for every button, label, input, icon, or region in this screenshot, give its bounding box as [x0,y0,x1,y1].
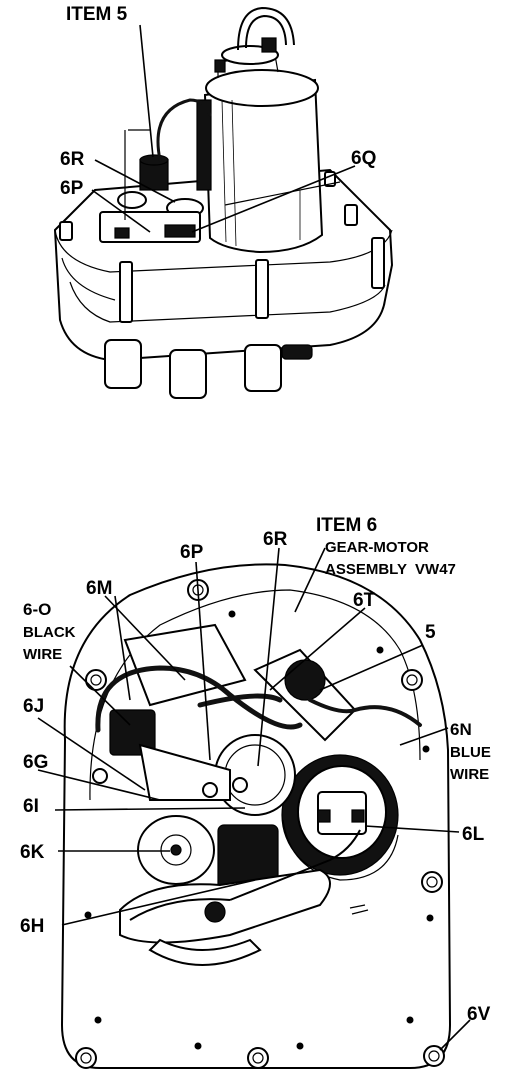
leader-6r-bottom [257,547,280,767]
label-6n-1: 6N [450,720,472,739]
leader-6n [399,727,449,746]
label-6r-top: 6R [60,149,85,170]
leader-6i [54,807,246,811]
label-6o-2: BLACK [23,624,76,641]
label-6h: 6H [20,916,44,937]
label-6j: 6J [23,696,44,717]
leader-6m-a [104,595,186,681]
label-6o-3: WIRE [23,646,62,663]
label-6m: 6M [86,578,112,599]
leader-6p-bottom [195,561,211,761]
title-gear-motor: GEAR-MOTOR [325,539,429,556]
label-6v: 6V [467,1004,491,1025]
leader-6v [439,1019,471,1051]
leader-item5 [139,24,154,158]
label-6t: 6T [353,590,376,611]
leader-5 [319,644,424,691]
title-item6: ITEM 6 [316,515,377,536]
label-5: 5 [425,622,436,643]
label-6n-3: WIRE [450,766,489,783]
leader-6o [69,665,131,726]
label-6i: 6I [23,796,39,817]
leader-6j [37,717,146,791]
top-view-drawing [53,6,394,399]
leader-item6 [294,547,326,613]
leader-6l [364,825,460,833]
label-6g: 6G [23,752,48,773]
label-6q-top: 6Q [351,148,376,169]
leader-6q [191,165,356,233]
label-item5: ITEM 5 [66,4,128,25]
leader-6m-b [114,595,131,701]
leader-6p [91,189,151,233]
title-assembly: ASSEMBLY VW47 [325,561,456,578]
label-6r-bottom: 6R [263,529,288,550]
label-6n-2: BLUE [450,744,491,761]
label-6k: 6K [20,842,45,863]
leader-6g [37,769,161,801]
label-6p-top: 6P [60,178,84,199]
bottom-view-drawing [60,563,452,1069]
label-6l: 6L [462,824,485,845]
label-6o-1: 6-O [23,600,51,619]
leader-6h [61,879,256,926]
leader-6r [94,159,176,203]
label-6p-bottom: 6P [180,542,204,563]
leader-6t [269,607,366,691]
